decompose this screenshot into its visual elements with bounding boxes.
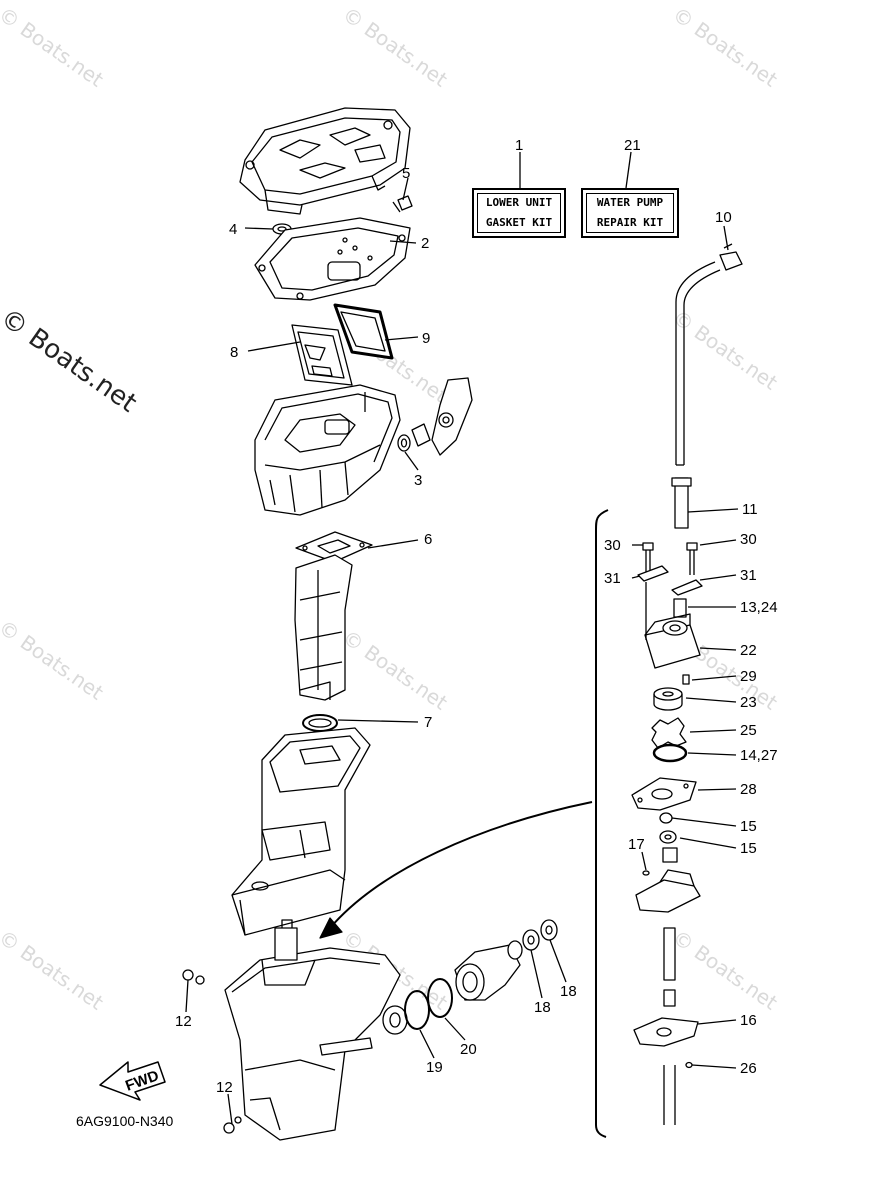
bracket-part (431, 377, 473, 456)
callout-14-27: 14,27 (740, 747, 778, 764)
callout-21: 21 (624, 137, 641, 154)
upper-case-part (231, 727, 371, 936)
callout-16: 16 (740, 1012, 757, 1029)
callout-26: 26 (740, 1060, 757, 1077)
pump-housing-part-22 (644, 613, 701, 669)
callout-23: 23 (740, 694, 757, 711)
plug-part (411, 423, 431, 447)
outer-plate-part-28 (631, 777, 697, 811)
gasket-part-2 (254, 217, 411, 301)
callout-8: 8 (230, 344, 238, 361)
callout-18a: 18 (534, 999, 551, 1016)
seal-part-7 (302, 714, 338, 732)
water-inlet-arrow (319, 801, 593, 939)
callout-18b: 18 (560, 983, 577, 1000)
callout-17: 17 (628, 836, 645, 853)
callout-6: 6 (424, 531, 432, 548)
callout-22: 22 (740, 642, 757, 659)
kit-bracket-line (595, 509, 609, 1138)
callout-31a: 31 (604, 570, 621, 587)
impeller-part-25 (651, 717, 687, 749)
kit-line: GASKET KIT (485, 216, 553, 229)
pin-part-26 (685, 1061, 693, 1069)
callout-3: 3 (414, 472, 422, 489)
diagram-code: 6AG9100-N340 (76, 1113, 174, 1129)
callout-30b: 30 (740, 531, 757, 548)
bushing-part (662, 847, 678, 863)
ring-part-17 (642, 870, 650, 876)
shaft-lower-part (663, 1065, 676, 1125)
lower-unit-part (224, 919, 401, 1141)
bearing-part (382, 1005, 408, 1035)
callout-15b: 15 (740, 840, 757, 857)
bolt-part-12b (223, 1116, 242, 1134)
callout-19: 19 (426, 1059, 443, 1076)
callout-labels: 5 4 2 8 9 3 6 7 10 11 30 30 31 31 13,24 … (175, 137, 778, 1096)
seal-part-18a (522, 929, 540, 951)
gasket-part-8 (291, 324, 353, 386)
seal-part-15a (659, 812, 673, 824)
water-pump-repair-kit-box: WATER PUMP REPAIR KIT (581, 188, 679, 238)
upper-casing-part (239, 107, 411, 215)
callout-11: 11 (742, 501, 758, 518)
plate-part-31b (671, 579, 703, 596)
callout-7: 7 (424, 714, 432, 731)
fwd-arrow: FWD (99, 1061, 166, 1101)
callout-12a: 12 (175, 1013, 192, 1030)
oring-part-20 (427, 978, 453, 1018)
pump-base-part (635, 869, 701, 913)
seal-part-15b (659, 830, 677, 844)
grommet-part-10 (719, 243, 743, 271)
exhaust-tube-part (294, 554, 353, 701)
oring-part-19 (404, 990, 430, 1030)
oring-part-14 (652, 743, 688, 763)
bolt-part-12a (182, 969, 205, 985)
callout-30a: 30 (604, 537, 621, 554)
kit-line: REPAIR KIT (596, 216, 664, 229)
insert-part-13 (673, 598, 687, 618)
callout-1: 1 (515, 137, 523, 154)
bolt-part-5 (392, 195, 413, 213)
kit-line: LOWER UNIT (485, 196, 553, 209)
callout-29: 29 (740, 668, 757, 685)
lower-unit-gasket-kit-box: LOWER UNIT GASKET KIT (472, 188, 566, 238)
kit-line: WATER PUMP (596, 196, 664, 209)
callout-9: 9 (422, 330, 430, 347)
leader-lines (185, 151, 739, 1125)
callout-4: 4 (229, 221, 237, 238)
seal-part-small (507, 940, 523, 960)
gasket-part-6 (295, 531, 373, 563)
callout-25: 25 (740, 722, 757, 739)
callout-20: 20 (460, 1041, 477, 1058)
seal-part-18b (540, 919, 558, 941)
callout-5: 5 (402, 165, 410, 182)
gasket-part-9 (333, 303, 394, 360)
callout-12b: 12 (216, 1079, 233, 1096)
driveshaft-part (663, 927, 676, 1007)
water-tube-part (675, 261, 721, 466)
tube-joint-part-11 (671, 477, 692, 529)
plate-part-31a (637, 565, 669, 582)
prop-shaft-housing-part (454, 944, 521, 1001)
callout-31b: 31 (740, 567, 757, 584)
insert-cartridge-part-23 (653, 687, 683, 711)
exhaust-guide-part (254, 384, 401, 516)
callout-15a: 15 (740, 818, 757, 835)
plate-part-16 (633, 1017, 699, 1047)
pin-part-29 (682, 674, 690, 685)
callout-2: 2 (421, 235, 429, 252)
bolt-part-30b (686, 542, 698, 575)
callout-28: 28 (740, 781, 757, 798)
callout-10: 10 (715, 209, 732, 226)
seal-part-3 (397, 434, 411, 452)
callout-13-24: 13,24 (740, 599, 778, 616)
